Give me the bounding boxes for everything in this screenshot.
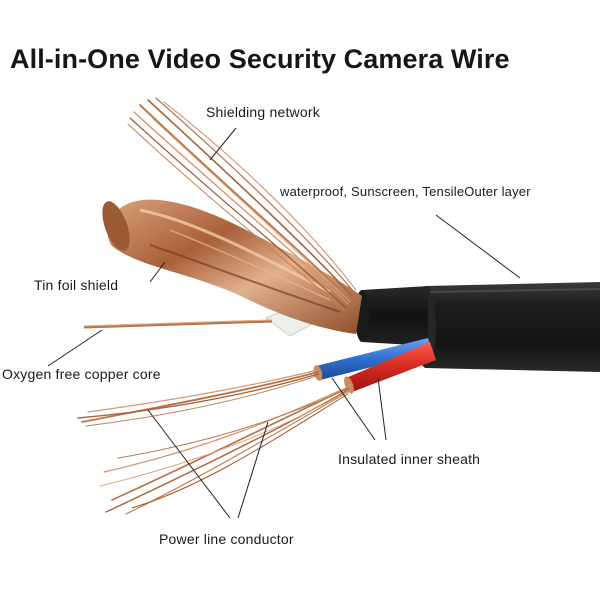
shielding-network-strands — [127, 97, 357, 311]
leader-copper-core — [47, 329, 103, 367]
inner-sheath — [355, 286, 428, 346]
leader-power-b — [237, 421, 269, 519]
leader-power-a — [147, 409, 231, 519]
leader-outer-layer — [435, 214, 521, 279]
leader-tin-foil-shield — [149, 261, 166, 283]
leader-inner-sheath-a — [331, 377, 376, 441]
label-tin-foil-shield: Tin foil shield — [34, 277, 119, 293]
label-outer-layer: waterproof, Sunscreen, TensileOuter laye… — [280, 184, 531, 199]
leader-lines — [47, 127, 521, 519]
power-line-conductor-strands — [77, 369, 351, 515]
label-power-line-conductor: Power line conductor — [159, 531, 294, 547]
label-oxygen-free-copper-core: Oxygen free copper core — [2, 366, 161, 382]
label-insulated-inner-sheath: Insulated inner sheath — [338, 451, 481, 467]
leader-shielding-network — [209, 127, 237, 161]
page-title: All-in-One Video Security Camera Wire — [10, 44, 510, 74]
label-shielding-network: Shielding network — [206, 104, 320, 120]
outer-jacket — [416, 282, 600, 372]
leader-inner-sheath-b — [377, 377, 387, 441]
oxygen-free-copper-core — [83, 319, 273, 329]
insulated-wires — [313, 338, 436, 394]
tin-foil-shield — [102, 199, 362, 334]
